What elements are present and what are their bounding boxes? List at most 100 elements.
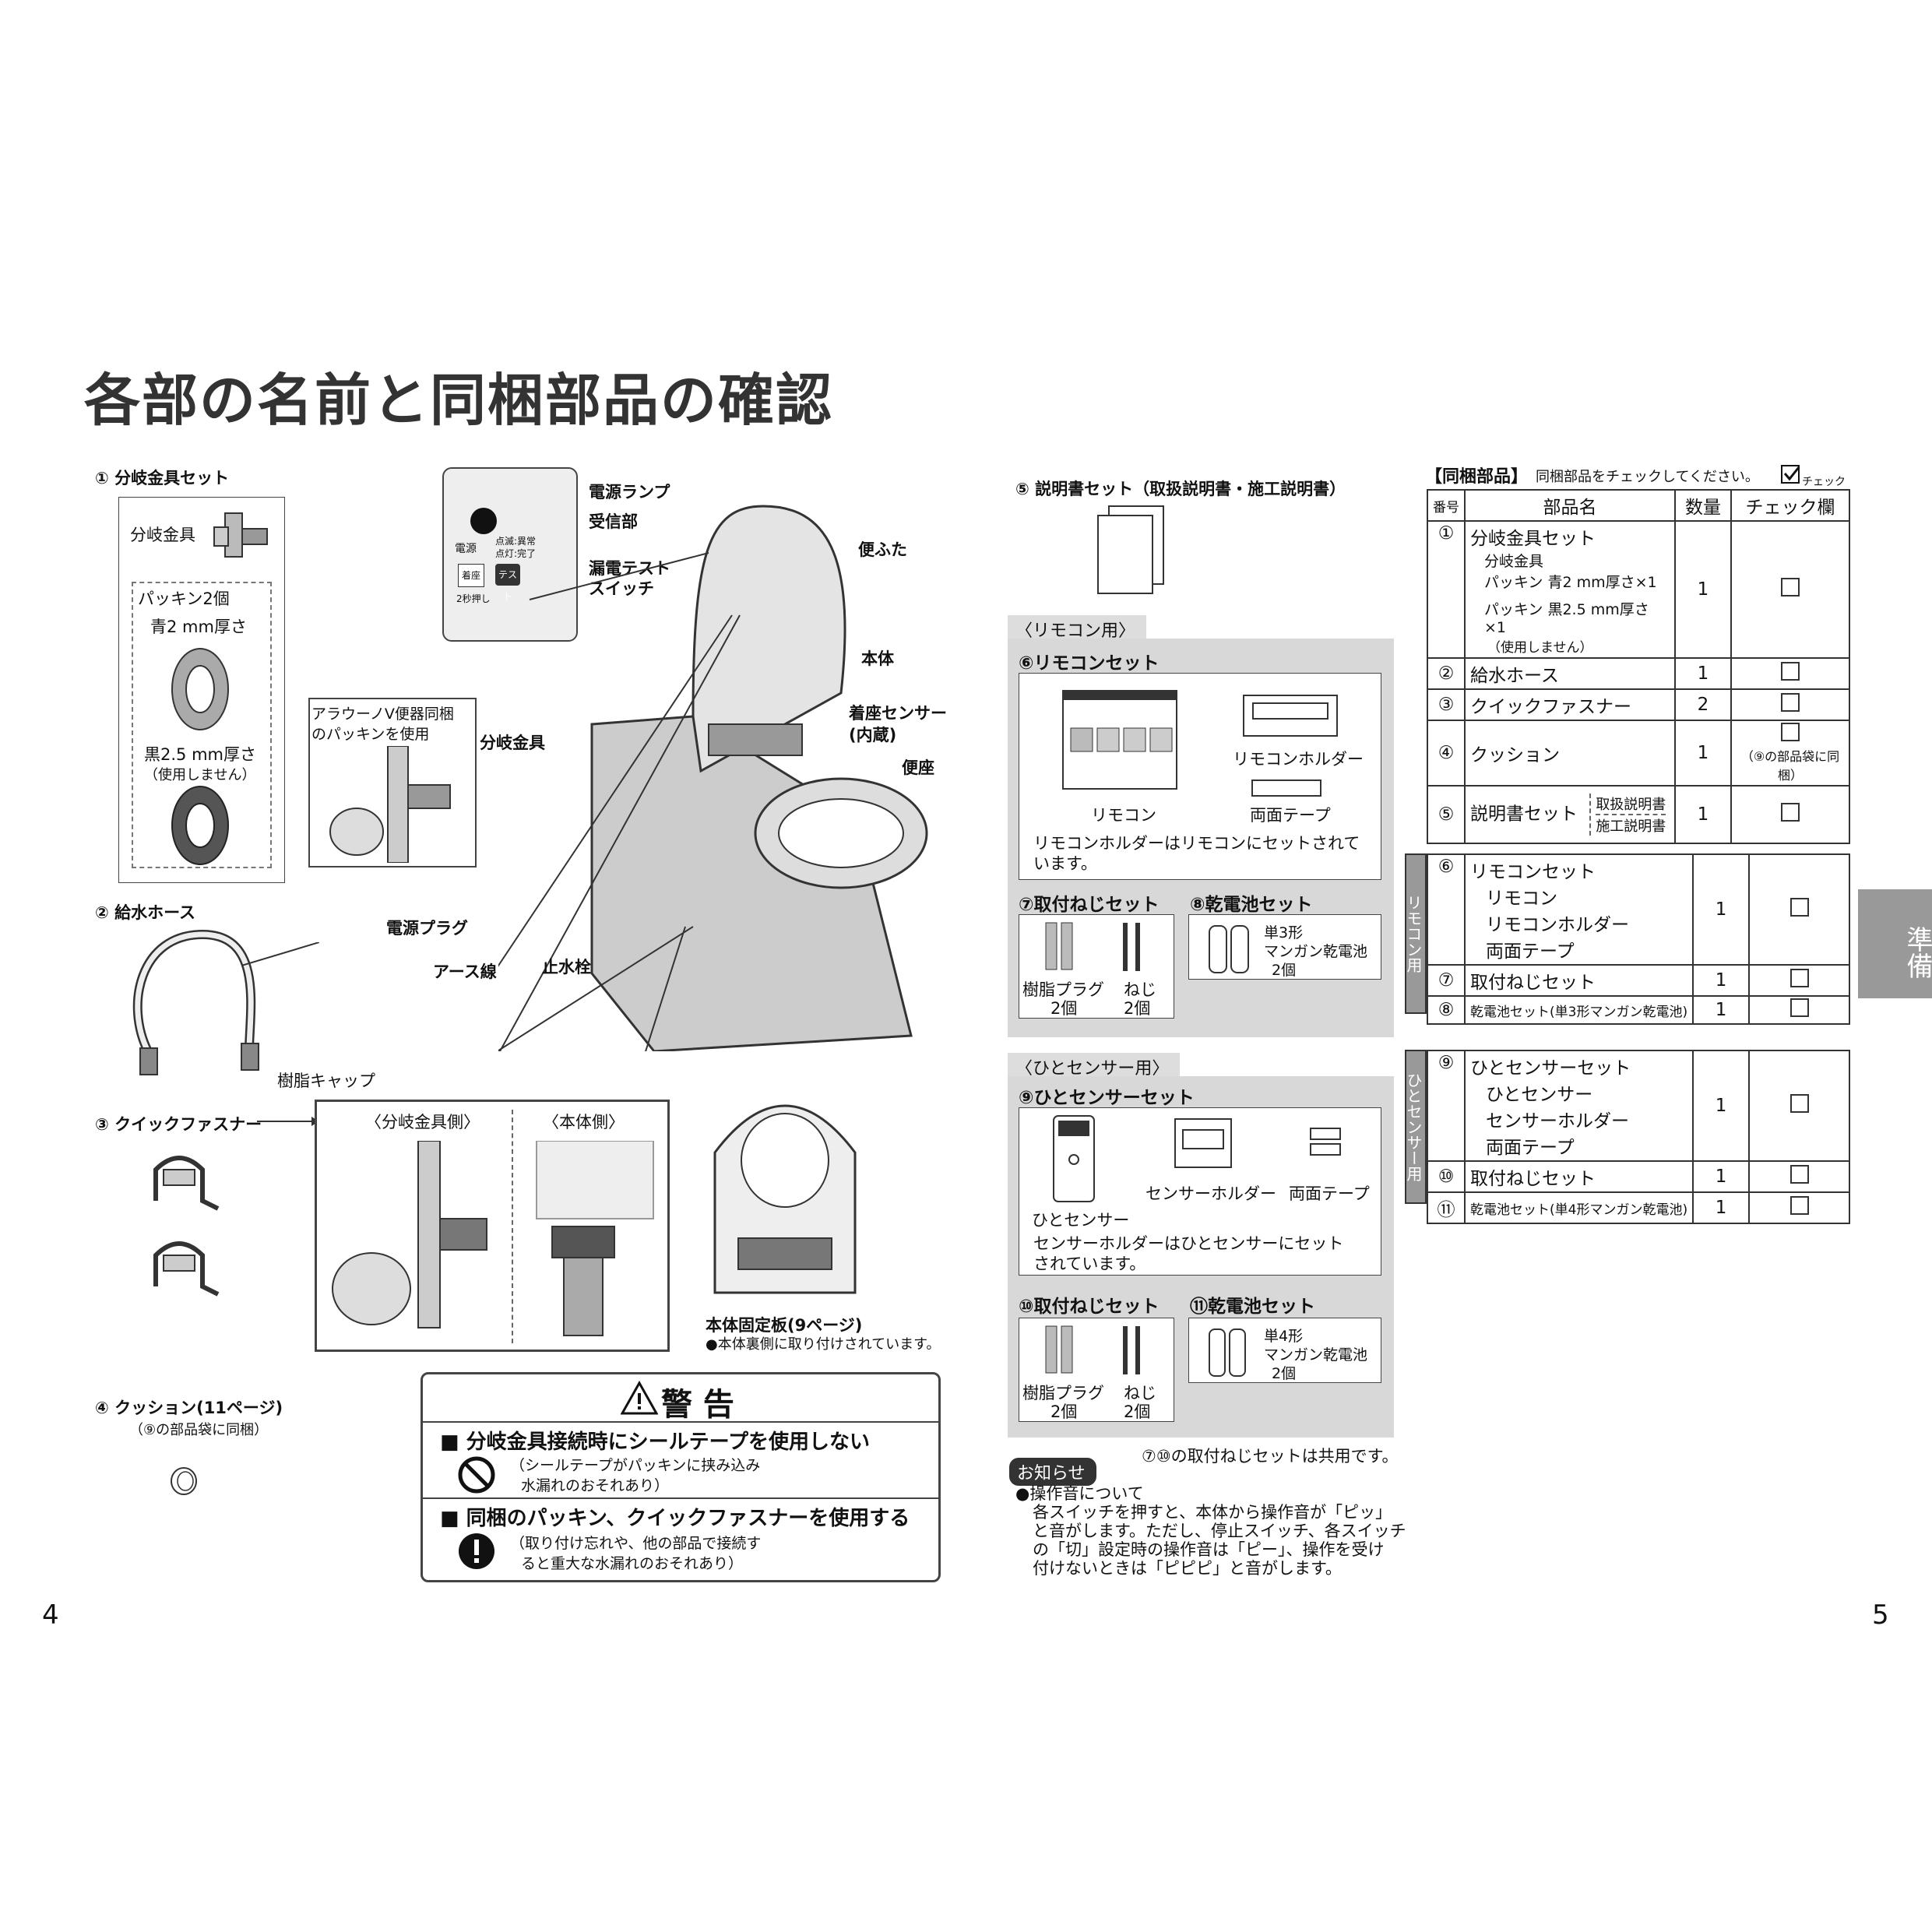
remote-illustration	[1062, 690, 1177, 790]
row-name-cell: リモコンセット リモコン リモコンホルダー 両面テープ	[1463, 853, 1694, 966]
page-title: 各部の名前と同梱部品の確認	[84, 368, 834, 433]
row-no: ⑪	[1427, 1191, 1466, 1224]
packing-blue-label: 青2 mm厚さ	[150, 618, 247, 636]
warning1-body-2: 水漏れのおそれあり）	[521, 1477, 670, 1494]
row-sub: ひとセンサー	[1486, 1085, 1593, 1105]
row-qty: 1	[1692, 995, 1751, 1025]
row-no: ③	[1427, 688, 1466, 721]
human-sensor-illustration	[1053, 1115, 1095, 1202]
check-box[interactable]	[1789, 898, 1809, 917]
row-note: （⑨の部品袋に同梱）	[1740, 749, 1840, 783]
item7-label: ⑦取付ねじセット	[1019, 895, 1160, 915]
row-check-cell	[1730, 688, 1850, 721]
row-name: 乾電池セット(単3形マンガン乾電池)	[1463, 995, 1694, 1025]
row-qty: 1	[1692, 853, 1751, 966]
check-box[interactable]	[1789, 1165, 1809, 1184]
check-box[interactable]	[1789, 969, 1809, 987]
callout-receiver: 受信部	[589, 512, 638, 531]
row-name: 分岐金具セット	[1470, 529, 1596, 549]
receiver-dot	[470, 508, 497, 534]
row-check-cell	[1748, 1050, 1850, 1162]
row-check-cell	[1748, 1160, 1850, 1193]
callout-valve: 止水栓	[542, 958, 591, 977]
check-box[interactable]	[1789, 998, 1809, 1017]
check-box[interactable]	[1781, 662, 1800, 681]
warning-box: 警 告 ■ 分岐金具接続時にシールテープを使用しない （シールテープがパッキンに…	[421, 1372, 941, 1582]
parts-table-remote: ⑥ リモコンセット リモコン リモコンホルダー 両面テープ 1 ⑦ 取付ねじセッ…	[1427, 853, 1850, 1025]
detail-box: 〈分岐金具側〉 〈本体側〉	[315, 1100, 670, 1352]
callout-lid: 便ふた	[858, 540, 907, 559]
row-sub: リモコンホルダー	[1486, 915, 1629, 935]
parts-table-sensor: ⑨ ひとセンサーセット ひとセンサー センサーホルダー 両面テープ 1 ⑩ 取付…	[1427, 1050, 1850, 1224]
toilet-illustration	[498, 505, 928, 1051]
section-tab-prep[interactable]: 準備	[1858, 889, 1932, 998]
row-no: ⑧	[1427, 995, 1466, 1025]
col-qty: 数量	[1674, 489, 1732, 522]
panel-hold: 2秒押し	[456, 593, 491, 604]
row-name: クッション	[1464, 720, 1676, 787]
check-box[interactable]	[1781, 803, 1800, 822]
sensor-note-1: センサーホルダーはひとセンサーにセット	[1033, 1234, 1344, 1253]
notice-line-2: と音がします。ただし、停止スイッチ、各スイッチ	[1033, 1522, 1406, 1540]
callout-power-plug: 電源プラグ	[386, 919, 468, 938]
branch-fitting-label: 分岐金具	[130, 526, 195, 544]
check-box[interactable]	[1789, 1094, 1809, 1113]
item6-label: ⑥リモコンセット	[1019, 653, 1160, 674]
battery-aaa-count: 2個	[1272, 1365, 1297, 1382]
table-row: ⑦ 取付ねじセット 1	[1427, 964, 1850, 997]
cushion-illustration	[171, 1467, 197, 1495]
row-sub: 分岐金具	[1484, 553, 1544, 570]
callout-body: 本体	[861, 649, 894, 668]
check-box[interactable]	[1781, 723, 1800, 741]
double-tape-illustration	[1251, 779, 1321, 797]
warning2-body-1: （取り付け忘れや、他の部品で接続す	[510, 1535, 762, 1552]
callout-seat-sensor-note: (内蔵)	[849, 726, 897, 744]
sensor-section-panel: ⑨ひとセンサーセット ひとセンサー センサーホルダー 両面テープ センサーホルダ…	[1008, 1076, 1394, 1438]
table-row: ④ クッション 1 （⑨の部品袋に同梱）	[1427, 720, 1850, 787]
row-qty: 1	[1692, 1160, 1751, 1193]
row-qty: 1	[1674, 720, 1732, 787]
col-no: 番号	[1427, 489, 1466, 522]
row-sub-group: 取扱説明書 施工説明書	[1589, 794, 1666, 836]
callout-branch: 分岐金具	[480, 734, 545, 752]
row-sub: パッキン 青2 mm厚さ×1	[1484, 574, 1657, 591]
remote-set-box: リモコン リモコンホルダー 両面テープ リモコンホルダーはリモコンにセットされて…	[1019, 673, 1381, 880]
row-name: クイックファスナー	[1464, 688, 1676, 721]
warning2-head: ■ 同梱のパッキン、クイックファスナーを使用する	[440, 1507, 910, 1530]
row-qty: 1	[1674, 520, 1732, 659]
remote-side-label: リモコン用	[1404, 853, 1427, 1014]
panel-light1: 点滅:異常	[495, 536, 537, 547]
panel-test-button[interactable]: テスト	[495, 564, 520, 602]
item4-note: （⑨の部品袋に同梱）	[129, 1422, 269, 1438]
panel-power: 電源	[455, 543, 477, 555]
table-row: ⑤ 説明書セット 取扱説明書 施工説明書 1	[1427, 785, 1850, 844]
table-row: ⑪ 乾電池セット(単4形マンガン乾電池) 1	[1427, 1191, 1850, 1224]
screw-count: 2個	[1124, 999, 1151, 1018]
row-check-cell	[1748, 853, 1850, 966]
row-no: ⑤	[1427, 785, 1466, 844]
aurora-packing-inset: アラウーノV便器同梱 のパッキンを使用	[308, 698, 477, 867]
callout-switch: スイッチ	[589, 579, 654, 598]
table-row: ⑩ 取付ねじセット 1	[1427, 1160, 1850, 1193]
panel-seat-button[interactable]: 着座	[458, 564, 484, 587]
row-no: ⑨	[1427, 1050, 1466, 1162]
callout-leak-test: 漏電テスト	[589, 559, 670, 578]
check-box[interactable]	[1781, 578, 1800, 596]
parts-table-main: 番号 部品名 数量 チェック欄 ① 分岐金具セット 分岐金具 パッキン 青2 m…	[1427, 489, 1850, 844]
battery-set-box-2: 単4形 マンガン乾電池 2個	[1188, 1318, 1381, 1383]
item1-panel: 分岐金具 パッキン2個 青2 mm厚さ 黒2.5 mm厚さ （使用しません）	[118, 497, 285, 883]
notice-line-1: 各スイッチを押すと、本体から操作音が「ピッ」	[1033, 1503, 1392, 1522]
check-box[interactable]	[1789, 1196, 1809, 1215]
row-name-cell: ひとセンサーセット ひとセンサー センサーホルダー 両面テープ	[1463, 1050, 1694, 1162]
panel-light2: 点灯:完了	[495, 548, 537, 559]
row-qty: 1	[1692, 1050, 1751, 1162]
table-row: ② 給水ホース 1	[1427, 657, 1850, 690]
row-check-cell	[1730, 657, 1850, 690]
row-sub: 施工説明書	[1596, 814, 1666, 836]
check-box[interactable]	[1781, 693, 1800, 712]
row-check-cell: （⑨の部品袋に同梱）	[1730, 720, 1850, 787]
row-check-cell	[1748, 964, 1850, 997]
remote-note-1: リモコンホルダーはリモコンにセットされて	[1033, 834, 1360, 853]
sensor-note-2: されています。	[1033, 1255, 1146, 1273]
notice-tag: お知らせ	[1009, 1458, 1096, 1486]
